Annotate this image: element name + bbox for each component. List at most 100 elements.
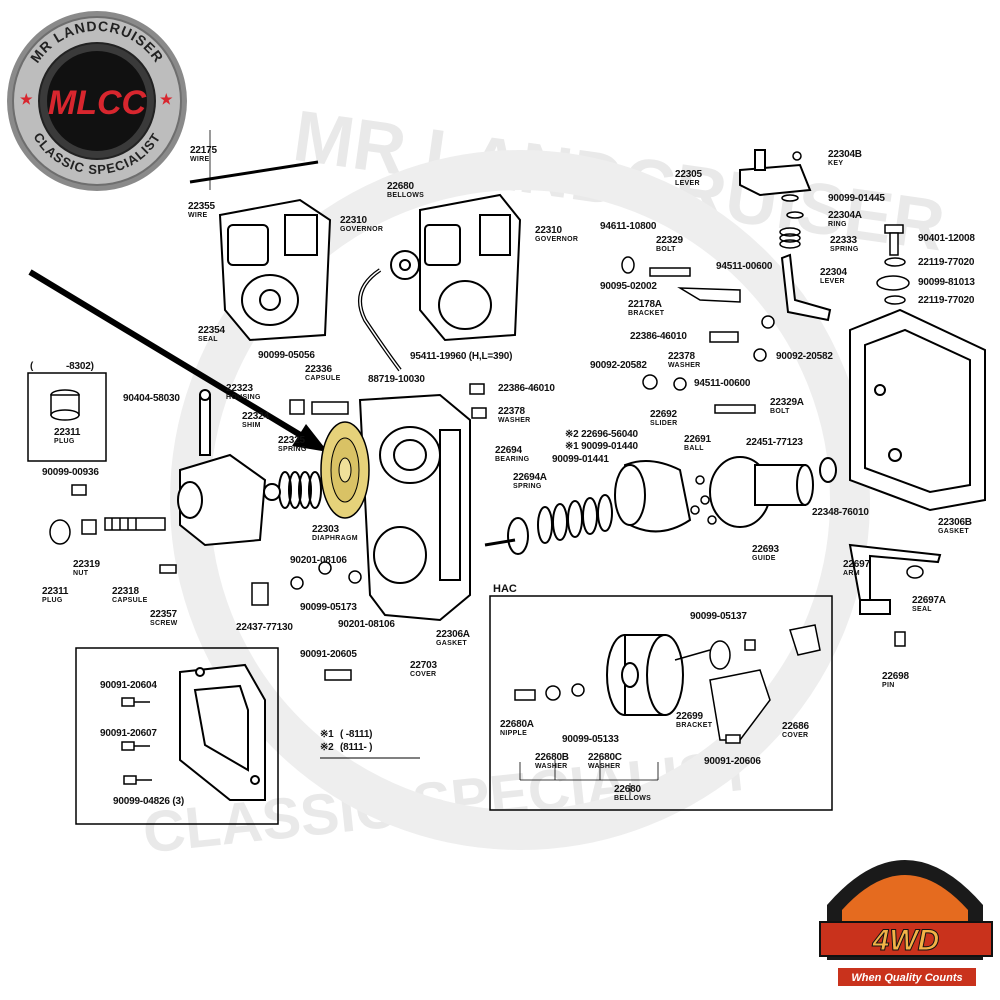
washer-90099-05056 [289, 399, 305, 415]
part-number-22318: 22318 [112, 586, 139, 597]
governor-right-drawing [390, 193, 522, 342]
washer-90099-05173 [318, 561, 332, 575]
washer-94611 [621, 256, 635, 274]
part-name-22175: WIRE [190, 156, 210, 163]
part-number-90099-81013: 90099-81013 [918, 277, 975, 288]
part-number-88719: 88719-10030 [368, 374, 425, 385]
part-number-94611: 94611-10800 [600, 221, 657, 232]
part-number-90091-20604: 90091-20604 [100, 680, 157, 691]
part-number-90099-05137: 90099-05137 [690, 611, 747, 622]
plug-22311-drawing [49, 519, 71, 545]
washer-90099-01445 [781, 194, 799, 202]
part-number-22306b: 22306B [938, 517, 972, 528]
part-number-22355: 22355 [188, 201, 215, 212]
part-name-22355: WIRE [188, 212, 208, 219]
part-name-22703: COVER [410, 671, 437, 678]
tamer-badge-text: 4WD [872, 924, 940, 957]
part-name-22354: SEAL [198, 336, 218, 343]
ring-22304a [786, 211, 804, 219]
washer-90201-a [290, 576, 304, 590]
part-number-22694: 22694 [495, 445, 522, 456]
part-number-22680b: 22680B [535, 752, 569, 763]
spacer-22437 [251, 582, 269, 606]
part-number-22329: 22329 [656, 235, 683, 246]
part-name-22306b: GASKET [938, 528, 969, 535]
part-number-22437: 22437-77130 [236, 622, 293, 633]
part-number-22325: 22325 [278, 435, 305, 446]
part-number-22305: 22305 [675, 169, 702, 180]
part-number-22323: 22323 [226, 383, 253, 394]
part-number-22703: 22703 [410, 660, 437, 671]
part-number-90201b: 90201-08106 [338, 619, 395, 630]
hac-parts-drawing [514, 624, 821, 744]
washer-22378-b [471, 407, 487, 419]
part-number-22306a: 22306A [436, 629, 470, 640]
part-number-22119b: 22119-77020 [918, 295, 975, 306]
part-name-22178a: BRACKET [628, 310, 665, 317]
part-name-22304: LEVER [820, 278, 845, 285]
part-number-22304b: 22304B [828, 149, 862, 160]
part-number-90095: 90095-02002 [600, 281, 657, 292]
bolt-22329 [649, 267, 691, 277]
terrain-tamer-logo: TERRAIN TAMER 4WD When Quality Counts [819, 830, 993, 986]
bolt-22386-b [469, 383, 485, 395]
part-name-22357: SCREW [150, 620, 178, 627]
bearing-22694 [507, 517, 529, 555]
balls-22691 [690, 475, 717, 525]
part-number-22178a: 22178A [628, 299, 662, 310]
capsule-22336 [311, 401, 349, 415]
part-number-22329a: 22329A [770, 397, 804, 408]
part-number-22175: 22175 [190, 145, 217, 156]
inset-box-housing [75, 647, 279, 825]
part-number-90099-05056: 90099-05056 [258, 350, 315, 361]
union-90099-81013 [876, 275, 910, 291]
legend-line2-mark: ※2 [320, 742, 334, 753]
svg-text:★: ★ [20, 91, 33, 107]
part-name-22333: SPRING [830, 246, 859, 253]
spring-22694a [537, 494, 613, 544]
part-name-22318: CAPSULE [112, 597, 148, 604]
washer-22119-b [884, 295, 906, 305]
part-name-22680a: NIPPLE [500, 730, 528, 737]
part-number-22680h: 22680 [614, 784, 641, 795]
hac-box [489, 595, 833, 811]
mlcc-logo: MLCC ★ ★ MR LANDCRUISER CLASSIC SPECIALI… [7, 11, 187, 191]
inset-box-plug [27, 372, 107, 462]
part-name-22698: PIN [882, 682, 895, 689]
part-name-22697: ARM [843, 570, 860, 577]
part-number-22324: 22324 [242, 411, 269, 422]
part-number-90099-05133: 90099-05133 [562, 734, 619, 745]
part-number-22691: 22691 [684, 434, 711, 445]
part-number-22686: 22686 [782, 721, 809, 732]
tamer-slogan: When Quality Counts [851, 972, 962, 984]
part-name-22699: BRACKET [676, 722, 713, 729]
nut-90092-a [753, 348, 767, 362]
inset-screws [121, 697, 152, 785]
part-number-22386a: 22386-46010 [630, 331, 687, 342]
part-number-22357: 22357 [150, 609, 177, 620]
part-name-22692: SLIDER [650, 420, 678, 427]
pin-22698 [894, 631, 906, 647]
rod-22694 [484, 538, 516, 547]
part-name-22694a: SPRING [513, 483, 542, 490]
housing-22323-drawing [177, 389, 267, 547]
part-number-22311b: 22311 [42, 586, 69, 597]
part-number-22336: 22336 [305, 364, 332, 375]
capsule-22318 [104, 517, 166, 531]
part-number-22680c: 22680C [588, 752, 622, 763]
part-number-22692: 22692 [650, 409, 677, 420]
legend-line2-range: (8111- ) [340, 742, 373, 753]
part-name-22691: BALL [684, 445, 704, 452]
legend-line1-range: ( -8111) [340, 729, 373, 740]
bracket-22178a [677, 287, 741, 303]
shim-22324 [263, 483, 281, 501]
part-name-22304b: KEY [828, 160, 844, 167]
guide-22693-drawing [709, 456, 814, 528]
part-number-22378b: 22378 [498, 406, 525, 417]
bolt-90401 [884, 224, 904, 256]
part-name-22324: SHIM [242, 422, 261, 429]
part-number-95411: 95411-19960 (H,L=390) [410, 351, 513, 362]
screw-22357 [159, 564, 177, 574]
part-number-90091-20606: 90091-20606 [704, 756, 761, 767]
